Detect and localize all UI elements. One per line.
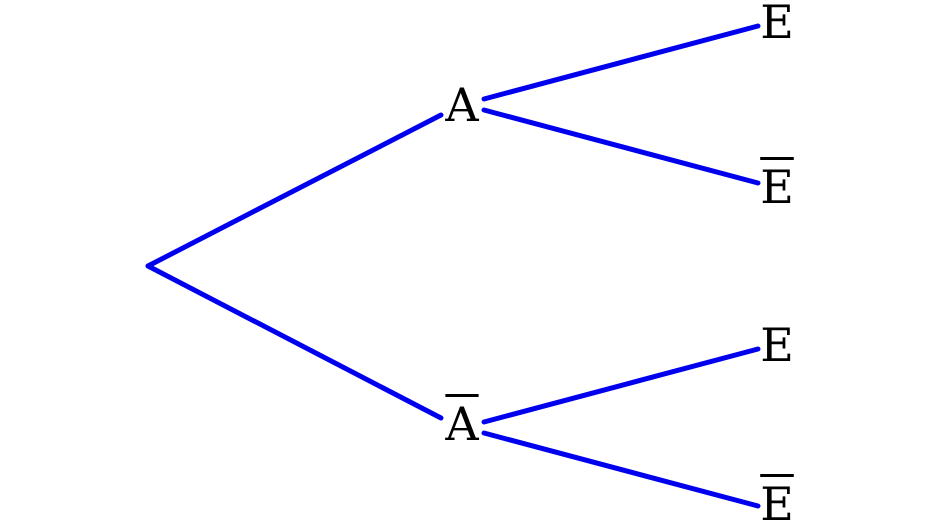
branch-a-bar-to-e (481, 346, 761, 425)
branch-root-to-a-bar (145, 263, 444, 421)
node-a-bar: A (445, 399, 478, 449)
node-a-text: A (445, 78, 479, 132)
node-a-bar-e-bar-text: E (760, 477, 794, 531)
branch-a-bar-to-e-bar (481, 430, 761, 509)
branch-a-to-e-bar (481, 107, 761, 186)
node-a-bar-e-text: E (760, 318, 794, 372)
node-a-bar-text: A (445, 397, 479, 451)
node-a-bar-e: E (760, 320, 794, 370)
node-a-e-text: E (760, 0, 794, 49)
node-a-e-bar: E (760, 162, 794, 212)
node-a: A (445, 80, 478, 130)
node-a-e: E (760, 0, 794, 47)
branch-a-to-e (481, 23, 761, 102)
node-a-bar-e-bar: E (760, 479, 794, 529)
node-a-e-bar-text: E (760, 160, 794, 214)
branch-root-to-a (145, 112, 444, 269)
